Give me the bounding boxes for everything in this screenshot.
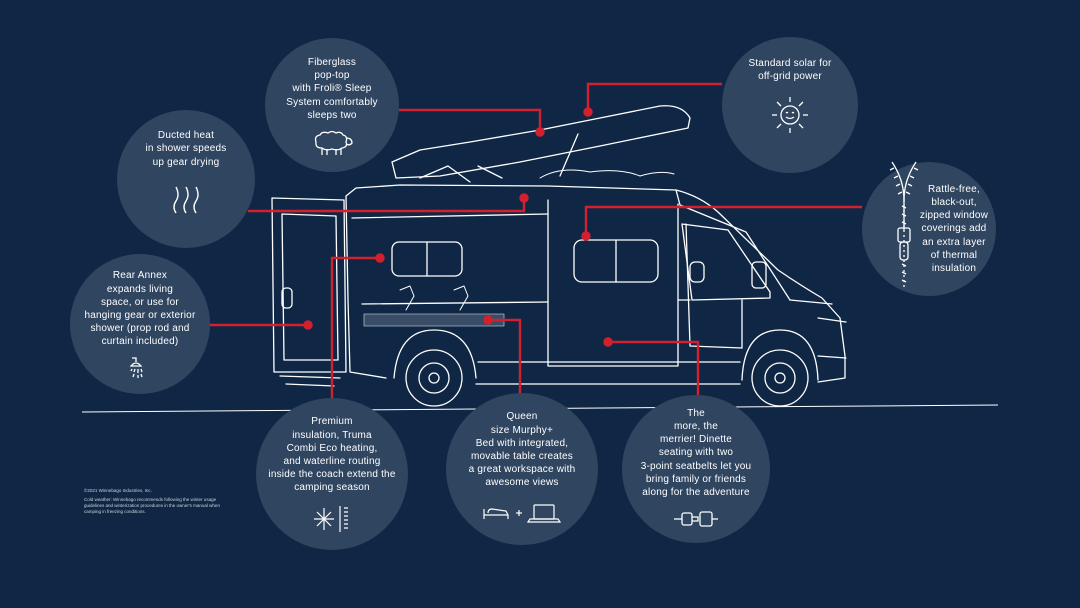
- callout-pop-top: Fiberglass pop-top with Froli® Sleep Sys…: [265, 38, 399, 172]
- callout-dot-insulation: [375, 253, 385, 263]
- callout-dot-solar: [583, 107, 593, 117]
- callout-line-window: [584, 205, 862, 236]
- shower-head-icon: [128, 356, 152, 384]
- disclaimer-note: Cold weather: Winnebago recommends follo…: [84, 497, 220, 515]
- callout-lines: [204, 82, 862, 410]
- callout-rear-annex: Rear Annex expands living space, or use …: [70, 254, 210, 394]
- callout-insulation: Premium insulation, Truma Combi Eco heat…: [256, 398, 408, 550]
- callout-dot-pop-top: [535, 127, 545, 137]
- heat-waves-icon: [168, 185, 204, 219]
- callout-pop-top-text: Fiberglass pop-top with Froli® Sleep Sys…: [286, 56, 378, 121]
- callout-dinette: The more, the merrier! Dinette seating w…: [622, 395, 770, 543]
- snowflake-insulation-icon: [312, 506, 352, 536]
- callout-dot-dinette: [603, 337, 613, 347]
- callout-line-ducted-heat: [248, 198, 526, 213]
- bed-plus-laptop-icon: [482, 501, 562, 529]
- callout-murphy-bed: Queen size Murphy+ Bed with integrated, …: [446, 393, 598, 545]
- callout-ducted-heat-text: Ducted heat in shower speeds up gear dry…: [145, 130, 227, 168]
- callout-dot-ducted-heat: [519, 193, 529, 203]
- callout-dot-rear-annex: [303, 320, 313, 330]
- callout-line-dinette: [608, 340, 700, 404]
- callout-dot-murphy-bed: [483, 315, 493, 325]
- callout-window-coverings-text: Rattle-free, black-out, zipped window co…: [919, 183, 989, 274]
- callout-line-solar: [586, 82, 722, 112]
- copyright-note: ©2021 Winnebago Industries, Inc.: [84, 488, 152, 493]
- callout-window-coverings: Rattle-free, black-out, zipped window co…: [862, 162, 996, 296]
- callout-murphy-bed-text: Queen size Murphy+ Bed with integrated, …: [468, 411, 576, 489]
- sheep-icon: [310, 130, 354, 160]
- callout-rear-annex-text: Rear Annex expands living space, or use …: [84, 270, 196, 348]
- callout-line-insulation: [330, 256, 380, 410]
- callout-solar: Standard solar for off-grid power: [722, 37, 858, 173]
- callout-line-pop-top: [399, 108, 542, 132]
- zipper-icon: [874, 160, 934, 299]
- callout-dot-window: [581, 231, 591, 241]
- callout-line-murphy-bed: [488, 318, 522, 400]
- callout-dinette-text: The more, the merrier! Dinette seating w…: [640, 407, 752, 498]
- van-illustration: [271, 105, 847, 407]
- callout-insulation-text: Premium insulation, Truma Combi Eco heat…: [268, 416, 396, 494]
- callout-ducted-heat: Ducted heat in shower speeds up gear dry…: [117, 110, 255, 248]
- callout-solar-text: Standard solar for off-grid power: [748, 57, 832, 82]
- seatbelt-buckle-icon: [674, 509, 718, 533]
- sun-icon: [770, 95, 810, 139]
